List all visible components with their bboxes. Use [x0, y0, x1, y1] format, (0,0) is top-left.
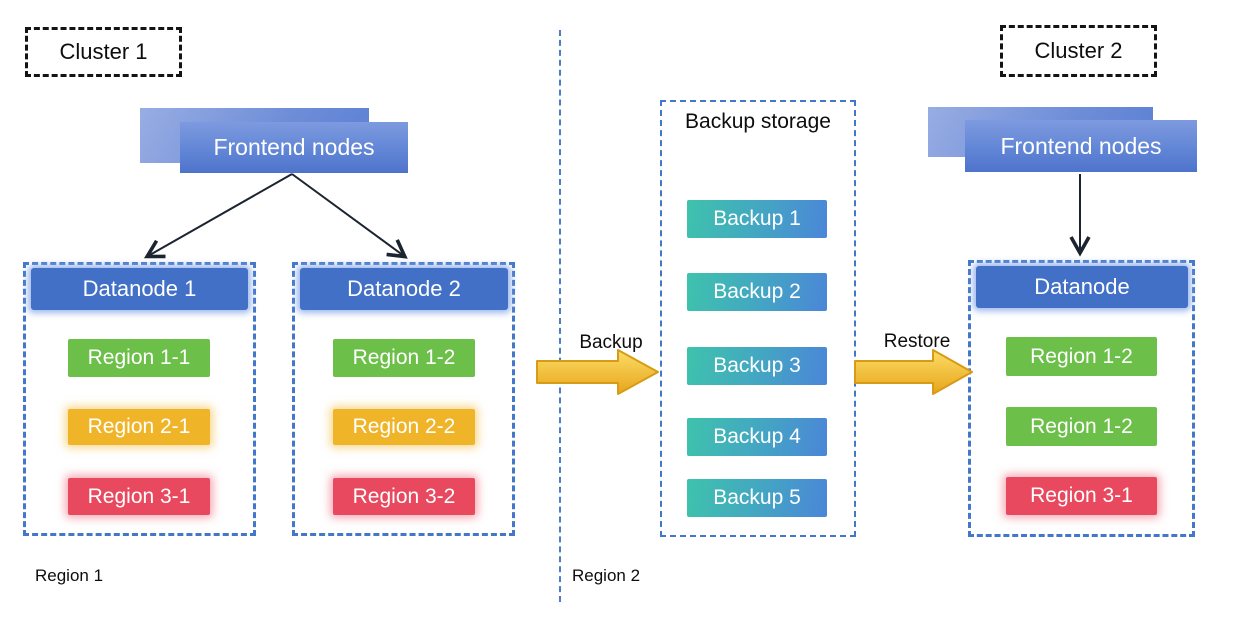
- backup-item-2: Backup 2: [687, 273, 827, 311]
- cluster2-region-a-label: Region 1-2: [1030, 344, 1133, 368]
- region-2-1-label: Region 2-1: [87, 415, 191, 438]
- datanode2-header: Datanode 2: [300, 268, 508, 310]
- cluster2-region-c-box: Region 3-1: [1006, 477, 1157, 515]
- cluster2-frontend-label: Frontend nodes: [1000, 132, 1162, 159]
- region-1-1-box: Region 1-1: [68, 339, 210, 377]
- region-1-1-label: Region 1-1: [87, 346, 191, 369]
- datanode1-header: Datanode 1: [31, 268, 248, 310]
- region-3-2-label: Region 3-2: [352, 484, 456, 508]
- datanode1-title: Datanode 1: [82, 276, 197, 301]
- datanode2-title: Datanode 2: [347, 276, 461, 301]
- cluster2-datanode-title: Datanode: [1034, 274, 1130, 299]
- datanode2-container: [292, 262, 515, 536]
- backup-flow-label: Backup: [579, 332, 643, 353]
- cluster1-frontend-box: Frontend nodes: [180, 122, 408, 173]
- cluster2-region-a-box: Region 1-2: [1006, 337, 1157, 376]
- cluster2-label-box: Cluster 2: [1000, 25, 1157, 77]
- region-2-1-box: Region 2-1: [68, 409, 210, 445]
- restore-flow-label: Restore: [883, 331, 951, 352]
- restore-arrow-icon: [854, 349, 973, 395]
- backup-item-3: Backup 3: [687, 347, 827, 385]
- region-3-1-label: Region 3-1: [87, 484, 191, 508]
- backup-item-4: Backup 4: [687, 418, 827, 456]
- region-2-2-box: Region 2-2: [333, 409, 475, 445]
- frontend-to-datanode1-arrow: [143, 173, 293, 259]
- cluster2-datanode-header: Datanode: [976, 266, 1188, 308]
- region-3-2-box: Region 3-2: [333, 478, 475, 515]
- datanode1-container: [23, 262, 256, 536]
- cluster2-label: Cluster 2: [1034, 38, 1123, 63]
- cluster2-region-c-label: Region 3-1: [1030, 484, 1133, 507]
- cluster2-region-b-box: Region 1-2: [1006, 407, 1157, 446]
- region-1-2-box: Region 1-2: [333, 339, 475, 377]
- region-1-2-label: Region 1-2: [352, 346, 456, 369]
- cluster2-frontend-box: Frontend nodes: [965, 120, 1197, 172]
- region-divider-line: [559, 30, 561, 602]
- region2-footer-label: Region 2: [572, 566, 641, 585]
- backup-storage-title: Backup storage: [685, 110, 831, 133]
- backup-item-5: Backup 5: [687, 479, 827, 517]
- region-2-2-label: Region 2-2: [352, 415, 456, 438]
- backup-item-1: Backup 1: [687, 200, 827, 238]
- region-3-1-box: Region 3-1: [68, 478, 210, 515]
- cluster2-region-b-label: Region 1-2: [1030, 414, 1133, 438]
- cluster1-label: Cluster 1: [59, 39, 148, 64]
- frontend-to-datanode2-arrow: [291, 173, 408, 259]
- backup-storage-container: [660, 100, 856, 537]
- cluster1-label-box: Cluster 1: [25, 27, 182, 77]
- cluster2-datanode-container: [968, 260, 1195, 537]
- cluster1-frontend-label: Frontend nodes: [213, 134, 375, 160]
- backup-arrow-icon: [536, 349, 659, 395]
- region1-footer-label: Region 1: [35, 566, 104, 585]
